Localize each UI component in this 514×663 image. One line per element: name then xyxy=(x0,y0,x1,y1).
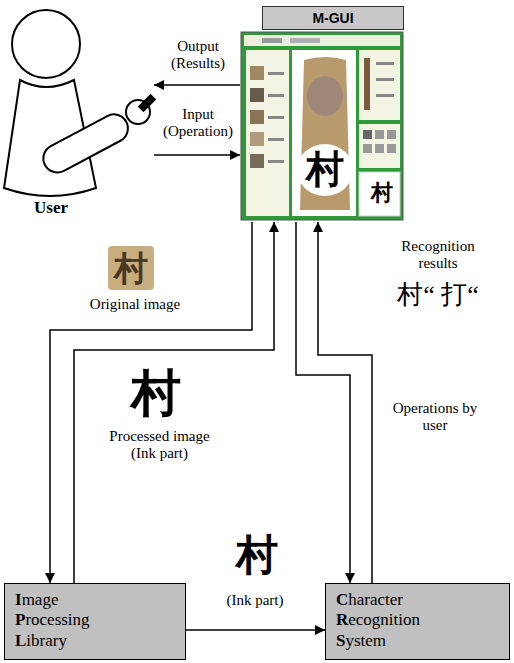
screen-thumbnail: 村 xyxy=(368,182,396,204)
window-frame xyxy=(241,32,403,220)
thumbnail xyxy=(250,110,264,124)
toolbar-item xyxy=(290,38,320,43)
user-figure xyxy=(4,10,156,196)
candidate-cell xyxy=(363,144,372,153)
candidate-cell xyxy=(375,130,384,139)
toolbar-item xyxy=(262,38,282,43)
flow-label: Input (Operation) xyxy=(156,106,240,141)
ink-image: 村 xyxy=(232,534,282,576)
side-panel xyxy=(246,50,289,216)
flow-label: (Ink part) xyxy=(200,592,310,609)
original-image: 村 xyxy=(108,246,154,290)
pointing-device xyxy=(138,94,156,112)
info-panel xyxy=(359,50,400,120)
module-box: Character Recognition System xyxy=(325,583,510,660)
ink-region xyxy=(297,144,353,196)
thumbnail xyxy=(250,154,264,168)
module-name: Image Processing Library xyxy=(15,590,175,651)
processed-image: 村 xyxy=(126,368,186,418)
candidate-cell xyxy=(387,144,396,153)
connector-arrow xyxy=(154,84,240,86)
connector-arrow xyxy=(318,222,372,583)
list-entry xyxy=(268,72,284,75)
candidate-cell xyxy=(363,130,372,139)
info-line xyxy=(376,94,394,97)
list-entry xyxy=(268,116,284,119)
list-entry xyxy=(268,160,284,163)
thumbnail xyxy=(250,66,264,80)
toolbar xyxy=(244,35,400,46)
candidate-cell xyxy=(375,144,384,153)
thumbnail xyxy=(250,88,264,102)
flow-label: Original image xyxy=(75,296,195,313)
scroll-bar xyxy=(364,58,370,110)
flow-label: Processed image (Ink part) xyxy=(102,428,217,463)
candidate-panel xyxy=(359,124,400,168)
user-figure: User xyxy=(4,4,154,220)
connector-arrow xyxy=(154,154,240,156)
user-head xyxy=(12,10,80,78)
flow-label: Recognition results xyxy=(388,238,488,273)
window-title: M-GUI xyxy=(262,6,404,30)
actor-label: User xyxy=(32,198,70,218)
screen-character: 村 xyxy=(300,150,350,188)
flow-label: Operations by user xyxy=(390,400,480,435)
info-line xyxy=(376,78,394,81)
recognition-candidates: 村“ 打“ xyxy=(376,282,500,308)
candidate-cell xyxy=(387,130,396,139)
connector-arrow xyxy=(74,222,274,583)
preview-panel xyxy=(359,172,400,216)
user-arm xyxy=(38,109,132,177)
connector-arrow xyxy=(186,629,325,631)
image-panel xyxy=(292,50,356,216)
flow-label: Output (Results) xyxy=(158,38,238,73)
gui-screenshot xyxy=(241,32,403,220)
document-image xyxy=(300,57,350,210)
module-name: Character Recognition System xyxy=(336,590,499,651)
module-box: Image Processing Library xyxy=(4,583,186,660)
connector-arrow xyxy=(296,222,350,583)
faded-character xyxy=(307,76,343,116)
list-entry xyxy=(268,94,284,97)
connector-arrow xyxy=(50,222,252,583)
arm-tube xyxy=(38,109,132,177)
thumbnail xyxy=(250,132,264,146)
list-entry xyxy=(268,138,284,141)
info-line xyxy=(376,62,394,65)
